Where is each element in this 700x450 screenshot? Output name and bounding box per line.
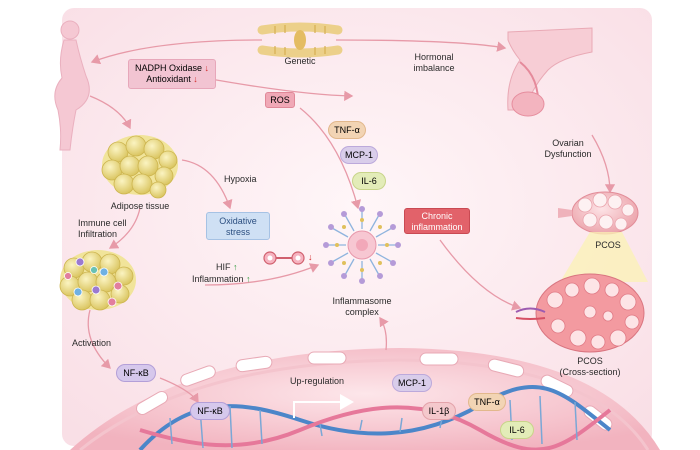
arrow-ovary-to-pcos xyxy=(591,134,616,194)
arrow-genetic-to-ovary xyxy=(335,39,507,52)
immune-infiltration-label: Immune cell Infiltration xyxy=(78,218,127,240)
nadph-down-arrow: ↓ xyxy=(204,63,210,73)
nfkb-lower-pill: NF-κB xyxy=(190,402,230,420)
zoom-cone xyxy=(560,232,648,282)
hormonal-line1: Hormonal xyxy=(414,52,454,62)
arrow-nfkb-to-nucleus xyxy=(159,377,199,404)
hormonal-line2: imbalance xyxy=(413,63,455,73)
activation-label: Activation xyxy=(72,338,112,348)
ovarian-dysfunction-label: Ovarian Dysfunction xyxy=(544,138,591,160)
hypoxia-label: Hypoxia xyxy=(224,174,257,184)
pcos-cross-line2: (Cross-section) xyxy=(559,367,621,377)
inflammasome-complex-label: Inflammasome complex xyxy=(332,296,391,318)
hormonal-imbalance-label: Hormonal imbalance xyxy=(413,52,454,74)
il6-pill: IL-6 xyxy=(352,172,386,190)
hif-up-arrow: ↑ xyxy=(233,262,238,272)
pcos-cross-section-label: PCOS (Cross-section) xyxy=(559,356,620,378)
inflammasome-line1: Inflammasome xyxy=(332,296,392,306)
inflammation-text: Inflammation xyxy=(192,274,244,284)
pcos-cross-line1: PCOS xyxy=(577,356,603,366)
fallopian-tube-icon xyxy=(507,27,593,117)
il6-lower-pill: IL-6 xyxy=(500,421,534,439)
immune-line1: Immune cell xyxy=(78,218,127,228)
nadph-row: NADPH Oxidase ↓ xyxy=(129,63,215,74)
catalase-down-arrow: ↓ xyxy=(308,252,313,262)
arrow-stress-to-inflammasome xyxy=(204,263,320,286)
pathway-arrows xyxy=(87,39,616,404)
ovary-icon xyxy=(558,191,639,235)
ovarian-line2: Dysfunction xyxy=(544,149,592,159)
arrow-immune-to-nfkb xyxy=(87,309,111,369)
arrow-woman-to-adipose xyxy=(89,95,132,130)
antioxidant-down-arrow: ↓ xyxy=(193,74,198,84)
oxidative-line1: Oxidative xyxy=(219,216,257,226)
arrow-genetic-to-woman xyxy=(90,39,263,65)
immune-cell-cluster-icon xyxy=(59,250,136,311)
mcp1-pill: MCP-1 xyxy=(340,146,378,164)
pregnant-woman-silhouette xyxy=(54,20,90,151)
antioxidant-row: Antioxidant ↓ xyxy=(129,74,215,85)
hif-text: HIF xyxy=(216,262,231,272)
chromosome-icon xyxy=(257,22,343,58)
antioxidant-text: Antioxidant xyxy=(146,74,191,84)
up-regulation-label: Up-regulation xyxy=(290,376,345,386)
arrow-mcp1-to-inflammasome xyxy=(379,316,389,351)
chronic-line2: inflammation xyxy=(411,222,463,232)
tnf-alpha-pill: TNF-α xyxy=(328,121,366,139)
arrow-nadph-to-ros xyxy=(204,77,354,102)
ovarian-line1: Ovarian xyxy=(552,138,584,148)
chronic-inflammation-box: Chronic inflammation xyxy=(404,208,470,234)
immune-line2: Infiltration xyxy=(78,229,118,239)
pcos-label: PCOS xyxy=(595,240,621,250)
arrow-chronic-to-pcos xyxy=(439,239,522,311)
arrow-adipose-to-oxidative xyxy=(181,159,233,210)
inflammasome-line2: complex xyxy=(345,307,379,317)
oxidative-line2: stress xyxy=(225,227,250,237)
inflammation-up-arrow: ↑ xyxy=(246,274,251,284)
nadph-text: NADPH Oxidase xyxy=(134,63,202,73)
hif-label: HIF ↑ xyxy=(216,262,238,273)
mcp1-lower-pill: MCP-1 xyxy=(392,374,432,392)
catalase-down-indicator: ↓ xyxy=(308,252,313,263)
ovary-cross-section-icon xyxy=(515,273,645,353)
adipose-tissue-label: Adipose tissue xyxy=(110,201,170,211)
up-regulation-arrow xyxy=(293,394,354,418)
nfkb-upper-pill: NF-κB xyxy=(116,364,156,382)
tnf-alpha-lower-pill: TNF-α xyxy=(468,393,506,411)
inflammasome-icon xyxy=(323,206,401,284)
inflammation-label: Inflammation ↑ xyxy=(192,274,251,285)
ros-box: ROS xyxy=(265,92,295,108)
arrow-adipose-to-immune xyxy=(108,207,141,249)
il1b-pill: IL-1β xyxy=(422,402,456,420)
chronic-line1: Chronic xyxy=(421,211,453,221)
background-panel xyxy=(62,8,652,446)
catalase-molecule-icon xyxy=(263,251,305,265)
arrow-ros-to-inflammasome xyxy=(299,107,362,210)
oxidative-stress-box: Oxidative stress xyxy=(206,212,270,240)
adipose-tissue-icon xyxy=(101,135,178,199)
nadph-antioxidant-box: NADPH Oxidase ↓ Antioxidant ↓ xyxy=(128,59,216,89)
genetic-label: Genetic xyxy=(284,56,316,66)
